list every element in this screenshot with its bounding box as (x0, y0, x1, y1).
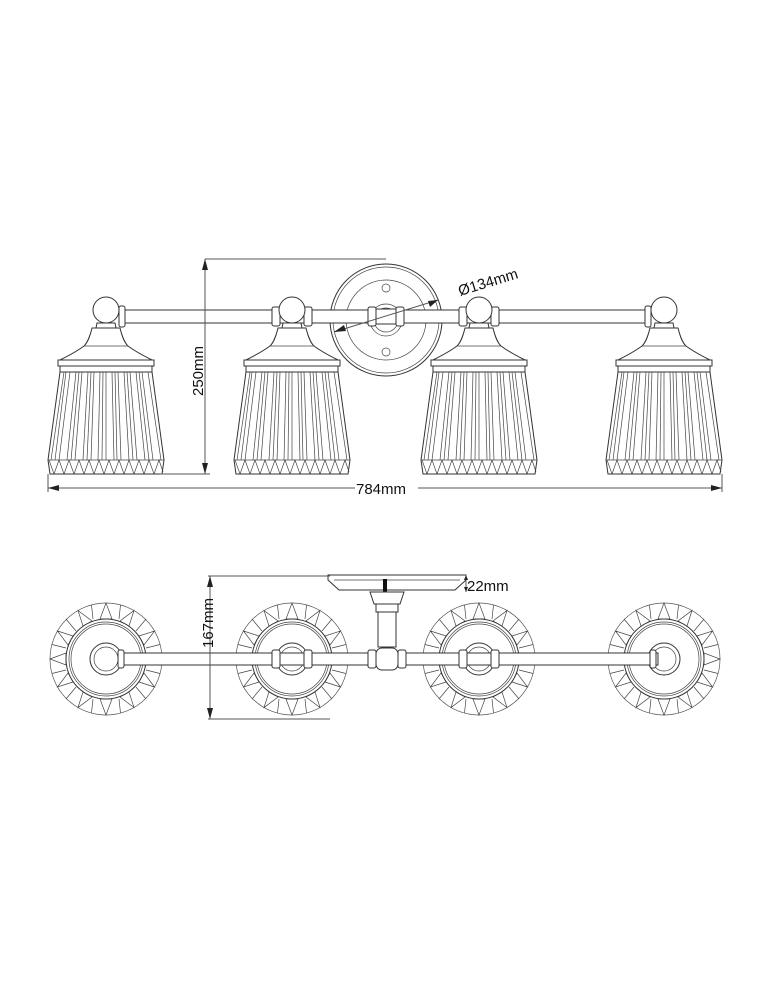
diameter-label: Ø134mm (456, 266, 520, 300)
backplate-profile (327, 574, 467, 648)
shade-4 (605, 296, 723, 475)
height-label: 250mm (190, 346, 207, 396)
shade-1 (47, 296, 165, 475)
backplate-depth-label: 22mm (467, 578, 509, 595)
width-dimension: 784mm (47, 474, 723, 498)
width-label: 784mm (356, 481, 406, 498)
front-view: Ø134mm 250mm 784mm (47, 258, 723, 498)
backplate-depth-dimension: 22mm (464, 575, 509, 595)
rosette-1 (49, 602, 163, 716)
plan-arm (117, 647, 659, 671)
top-view: 167mm 22mm (49, 574, 721, 720)
depth-dimension: 167mm (200, 575, 330, 720)
depth-label: 167mm (200, 598, 217, 648)
height-dimension: 250mm (160, 258, 386, 475)
